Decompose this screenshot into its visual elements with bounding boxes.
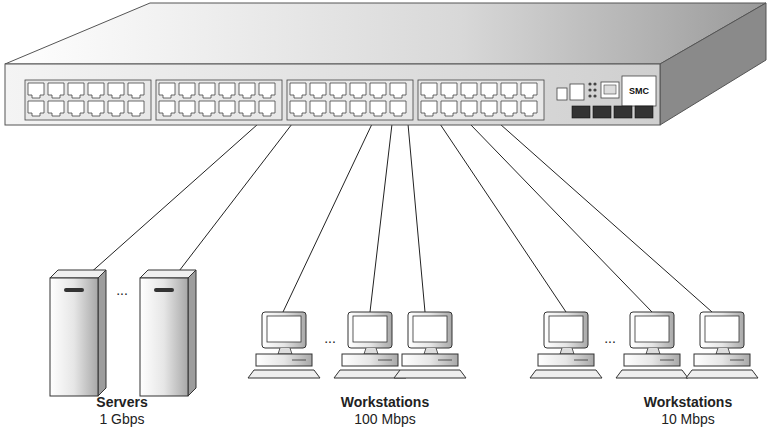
logo-text: SMC <box>629 86 649 96</box>
ellipsis: ... <box>324 330 336 346</box>
link-speed: 100 Mbps <box>354 411 415 427</box>
ellipsis: ... <box>604 330 616 346</box>
link-speed: 10 Mbps <box>661 411 715 427</box>
group-title: Workstations <box>644 394 732 410</box>
group-title: Servers <box>96 394 147 410</box>
group-title: Workstations <box>341 394 429 410</box>
link-speed: 1 Gbps <box>99 411 144 427</box>
ellipsis: ... <box>116 282 128 298</box>
